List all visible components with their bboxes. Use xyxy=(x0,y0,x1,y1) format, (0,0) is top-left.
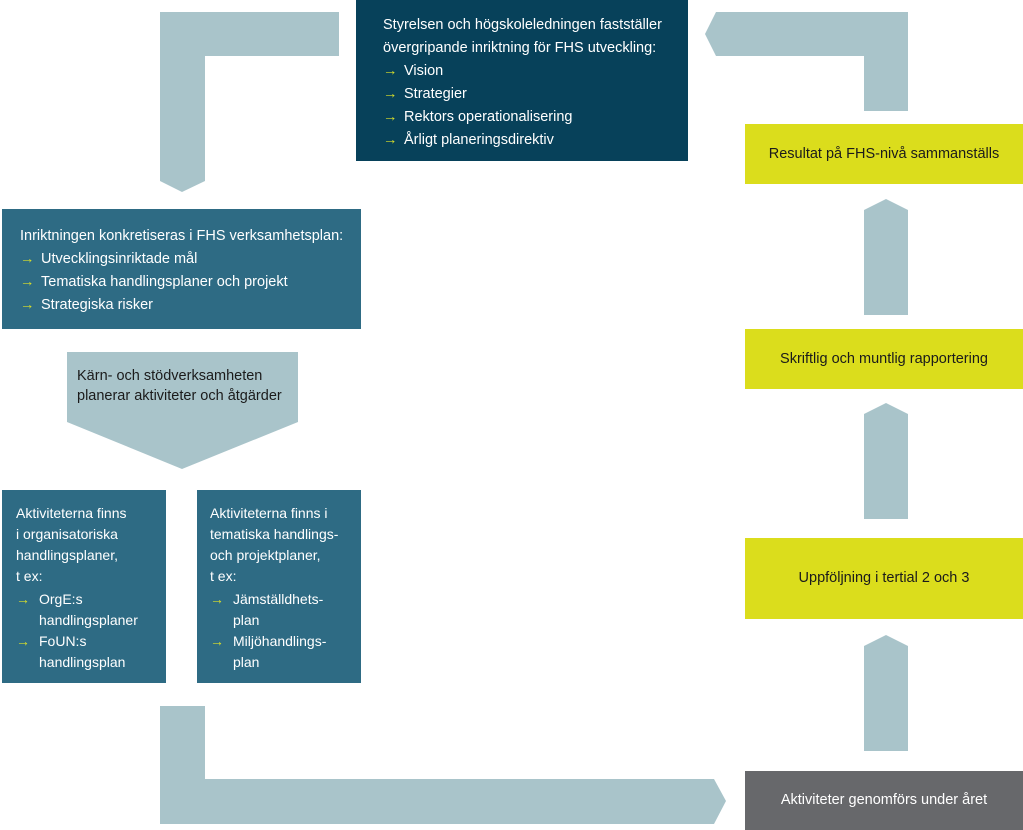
result-box-label: Resultat på FHS-nivå sammanställs xyxy=(768,145,1000,162)
followup-box: Uppföljning i tertial 2 och 3 xyxy=(745,538,1023,619)
reporting-box: Skriftlig och muntlig rapportering xyxy=(745,329,1023,389)
plan-box-list: →Utvecklingsinriktade mål →Tematiska han… xyxy=(20,248,347,317)
arrow-right-icon: → xyxy=(20,274,35,290)
list-item: →Strategier xyxy=(383,83,668,106)
list-item: → Miljöhandlings- plan xyxy=(210,633,327,670)
arrow-right-icon: → xyxy=(16,633,30,649)
arrow-bottom-right xyxy=(160,706,726,824)
theme-box-list: → Jämställdhets- plan → Miljöhandlings- … xyxy=(210,589,355,673)
list-item: → FoUN:s handlingsplan xyxy=(16,633,126,670)
list-item: →Strategiska risker xyxy=(20,294,347,317)
arrow-right-icon: → xyxy=(383,109,398,125)
arrow-right-icon: → xyxy=(210,591,224,607)
list-item: →Utvecklingsinriktade mål xyxy=(20,248,347,271)
list-item: →Vision xyxy=(383,60,668,83)
theme-box-intro: Aktiviteterna finns i tematiska handling… xyxy=(210,505,339,584)
list-item: →Rektors operationalisering xyxy=(383,106,668,129)
list-item: → OrgE:s handlingsplaner xyxy=(16,591,138,628)
pentagon-planning-label: Kärn- och stödverksamheten planerar akti… xyxy=(77,368,282,404)
plan-box-intro: Inriktningen konkretiseras i FHS verksam… xyxy=(20,228,344,244)
result-box: Resultat på FHS-nivå sammanställs xyxy=(745,124,1023,184)
list-item: →Årligt planeringsdirektiv xyxy=(383,129,668,152)
org-box-intro: Aktiviteterna finns i organisatoriska ha… xyxy=(16,505,127,584)
arrow-up-to-followup xyxy=(864,635,908,751)
top-box-list: →Vision →Strategier →Rektors operational… xyxy=(383,60,668,152)
org-box-list: → OrgE:s handlingsplaner → FoUN:s handli… xyxy=(16,589,158,673)
org-plans-box: Aktiviteterna finns i organisatoriska ha… xyxy=(2,490,166,683)
arrow-right-icon: → xyxy=(20,297,35,313)
arrow-top-left-down xyxy=(160,12,339,192)
arrow-right-icon: → xyxy=(210,633,224,649)
followup-box-label: Uppföljning i tertial 2 och 3 xyxy=(798,570,970,586)
list-item: →Tematiska handlingsplaner och projekt xyxy=(20,271,347,294)
arrow-up-to-result xyxy=(864,199,908,315)
activities-box-label: Aktiviteter genomförs under året xyxy=(780,792,988,808)
arrow-up-to-reporting xyxy=(864,403,908,519)
list-item: → Jämställdhets- plan xyxy=(210,591,324,628)
verksamhetsplan-box: Inriktningen konkretiseras i FHS verksam… xyxy=(2,209,361,329)
reporting-box-label: Skriftlig och muntlig rapportering xyxy=(780,350,988,367)
arrow-right-icon: → xyxy=(20,251,35,267)
arrow-right-icon: → xyxy=(383,63,398,79)
top-direction-box: Styrelsen och högskoleledningen faststäl… xyxy=(356,0,688,161)
activities-box: Aktiviteter genomförs under året xyxy=(745,771,1023,830)
arrow-right-icon: → xyxy=(383,132,398,148)
arrow-right-icon: → xyxy=(16,591,30,607)
arrow-top-right-left xyxy=(705,12,908,111)
top-box-intro: Styrelsen och högskoleledningen faststäl… xyxy=(383,17,662,56)
arrow-right-icon: → xyxy=(383,86,398,102)
thematic-plans-box: Aktiviteterna finns i tematiska handling… xyxy=(197,490,361,683)
pentagon-planning-arrow xyxy=(67,352,298,469)
